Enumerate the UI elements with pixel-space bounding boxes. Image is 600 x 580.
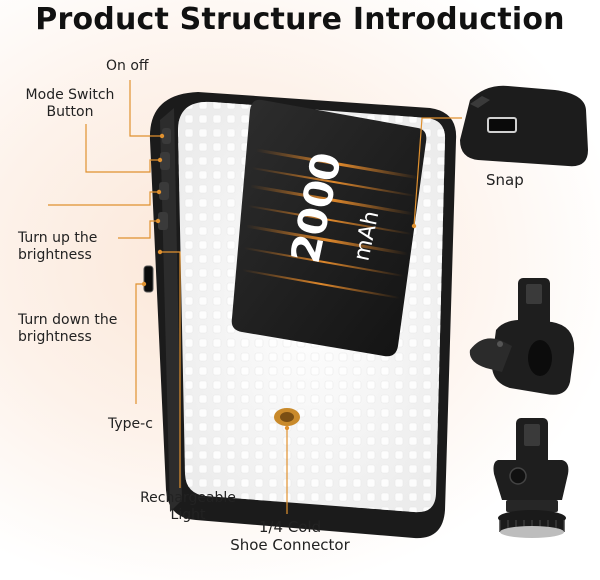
callout-dots xyxy=(141,133,417,431)
label-cold-shoe-line2: Shoe Connector xyxy=(230,536,350,554)
label-turn-down: Turn down the brightness xyxy=(18,312,117,346)
label-rechargeable-line1: Rechargeable xyxy=(140,490,236,506)
brightness-down-button xyxy=(158,212,168,230)
callout-snap xyxy=(413,117,462,227)
label-turn-up-line2: brightness xyxy=(18,247,92,263)
label-mode-switch-line1: Mode Switch xyxy=(25,87,115,103)
type-c-port xyxy=(143,265,154,293)
side-buttons xyxy=(143,128,171,293)
label-turn-down-line2: brightness xyxy=(18,329,92,345)
callout-mode-switch xyxy=(85,124,160,173)
label-cold-shoe-line1: 1/4 Cold xyxy=(258,518,322,536)
label-type-c: Type-c xyxy=(108,416,153,432)
callout-on-off xyxy=(129,80,162,137)
label-snap: Snap xyxy=(486,171,524,189)
mode-switch-button xyxy=(160,152,170,170)
label-rechargeable: Rechargeable Light xyxy=(132,490,244,524)
snap-detail xyxy=(460,85,588,167)
snap-slot xyxy=(487,117,517,133)
label-mode-switch: Mode Switch Button xyxy=(22,87,118,121)
label-rechargeable-line2: Light xyxy=(170,507,206,523)
shoe-mount-accessory xyxy=(493,418,569,538)
brightness-up-button xyxy=(159,182,169,200)
callout-turn-up xyxy=(48,191,159,206)
callout-type-c xyxy=(135,283,144,404)
clip-accessory xyxy=(469,278,575,395)
label-turn-up-line1: Turn up the xyxy=(18,230,98,246)
callout-lines xyxy=(48,80,462,514)
cold-shoe-connector xyxy=(274,408,300,426)
label-turn-up: Turn up the brightness xyxy=(18,230,97,264)
callout-turn-down xyxy=(118,220,158,239)
label-turn-down-line1: Turn down the xyxy=(18,312,118,328)
page-title: Product Structure Introduction xyxy=(35,2,565,37)
label-on-off: On off xyxy=(106,58,149,74)
label-mode-switch-line2: Button xyxy=(46,104,94,120)
on-off-button xyxy=(162,128,171,144)
callout-rechargeable xyxy=(160,251,181,488)
battery-pack: 2000 mAh xyxy=(231,99,427,357)
label-cold-shoe: 1/4 Cold Shoe Connector xyxy=(222,518,358,554)
